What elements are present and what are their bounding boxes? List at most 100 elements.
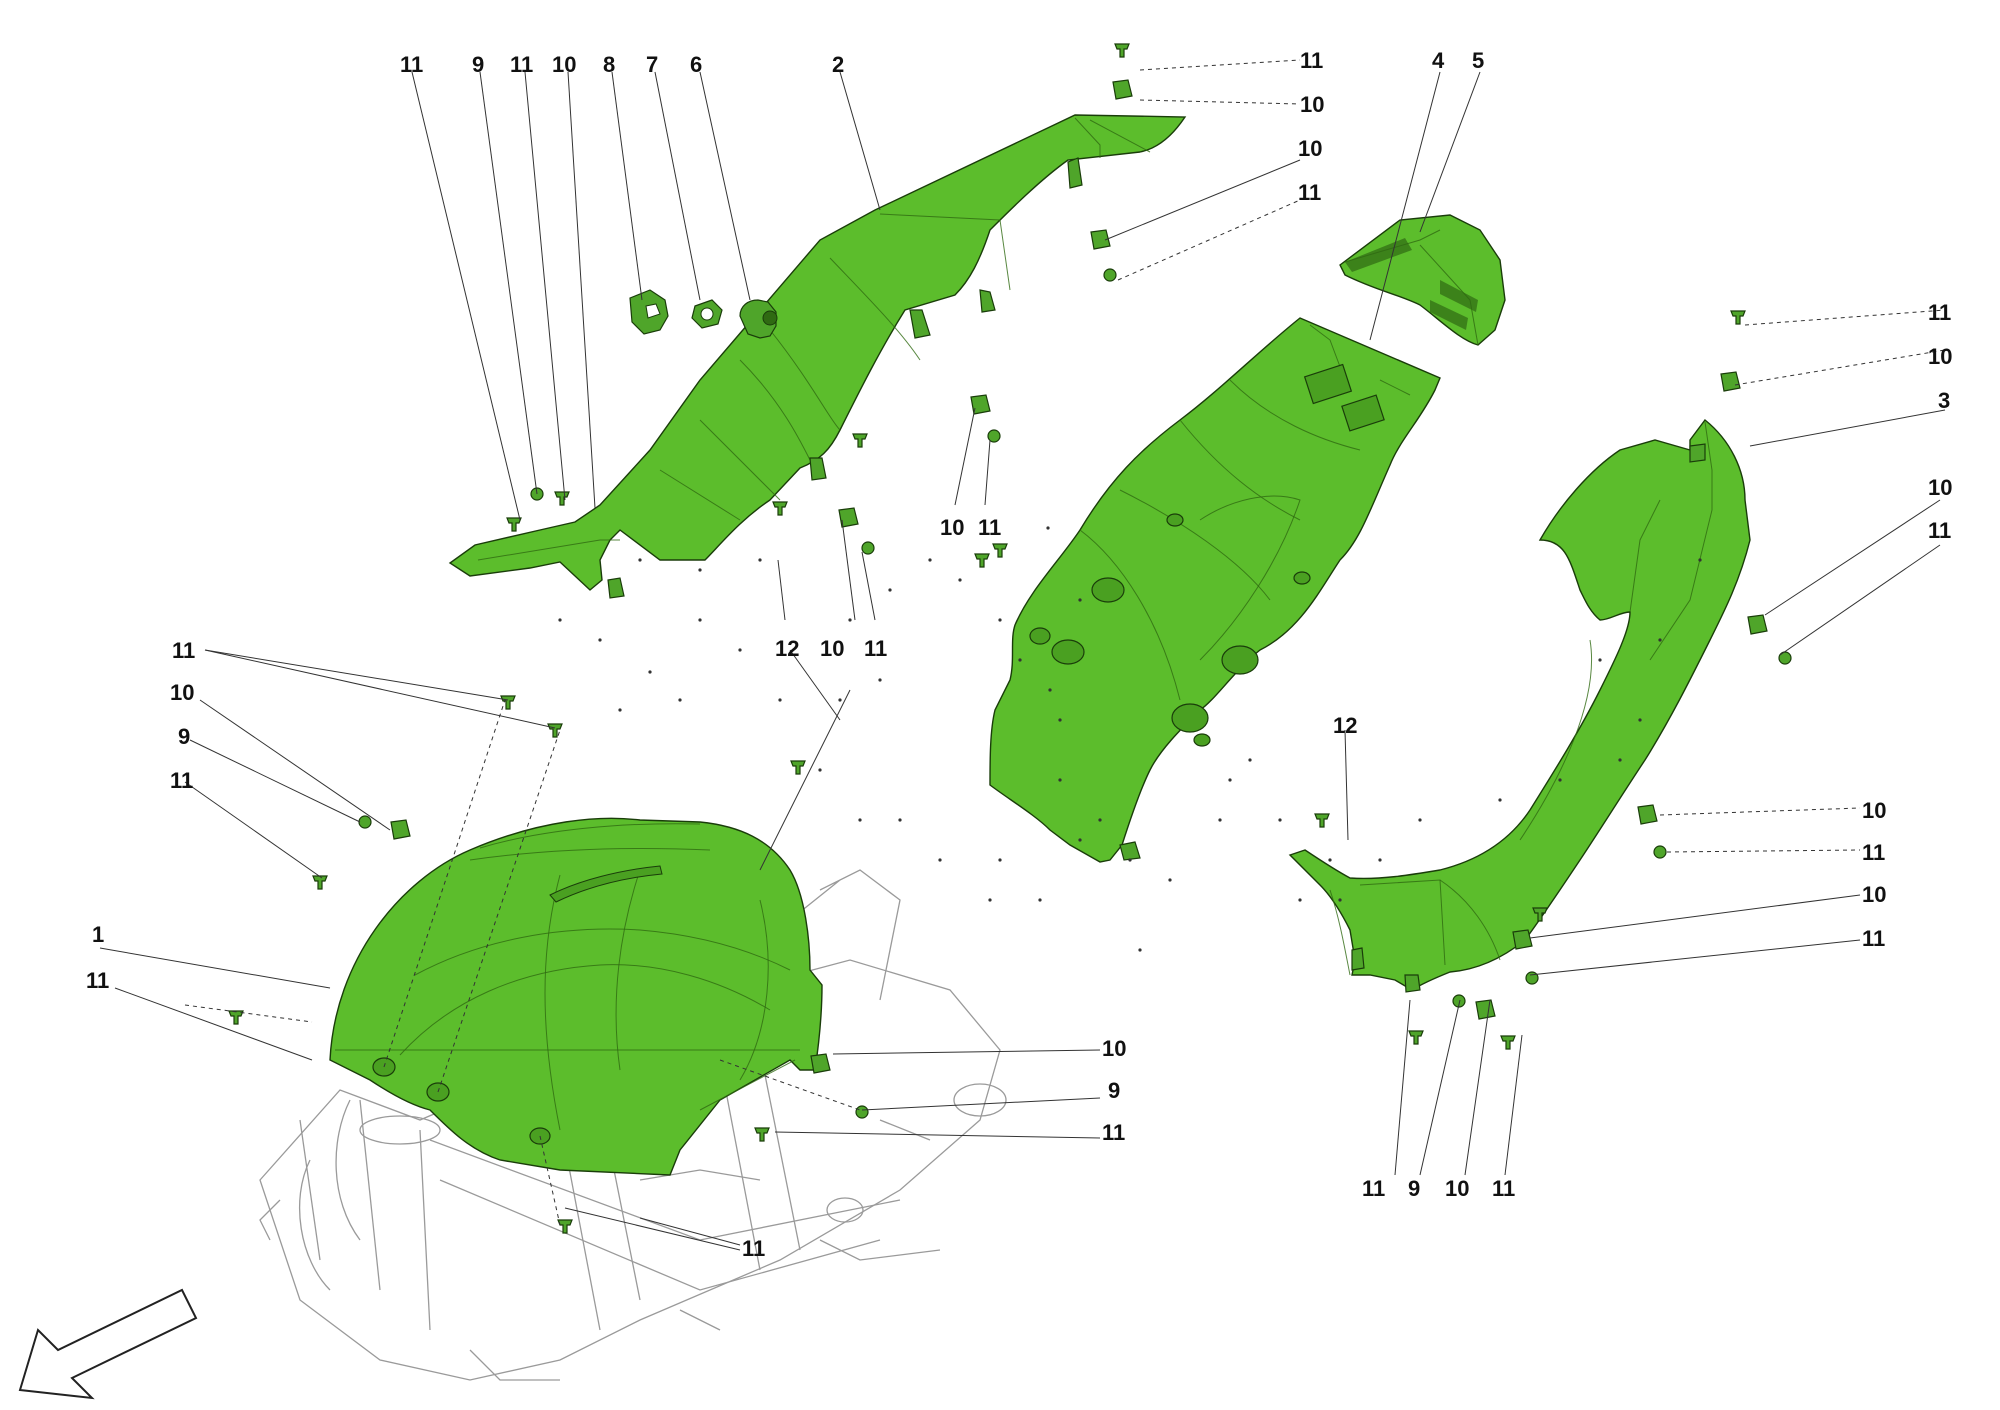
part-2-upper-trim [448,114,1187,599]
part-8-bracket [629,289,669,335]
construction-dot [1328,858,1332,862]
screw [1730,310,1746,325]
callout-11: 11 [86,968,109,993]
callout-7: 7 [646,52,658,77]
construction-dot [1138,948,1142,952]
construction-dot [878,678,882,682]
construction-dot [1058,718,1062,722]
callout-10: 10 [940,515,964,540]
screw [754,1127,770,1142]
callout-9: 9 [178,724,190,749]
nut [1653,845,1667,859]
construction-dot [758,558,762,562]
part-6-lock-cylinder [739,299,778,339]
construction-dot [738,648,742,652]
clip-nut [390,819,411,840]
construction-dot [1038,898,1042,902]
callout-10: 10 [1300,92,1324,117]
construction-dot [1278,818,1282,822]
callout-11: 11 [1928,518,1951,543]
screw [852,433,868,448]
callout-10: 10 [1928,344,1952,369]
callout-11: 11 [1298,180,1321,205]
part-1-front-cover [329,817,823,1176]
nut [1452,994,1466,1008]
screw [312,875,328,890]
construction-dot [1618,758,1622,762]
callout-5: 5 [1472,48,1484,73]
part-4-tunnel-cover [989,317,1441,863]
callout-11: 11 [1862,840,1885,865]
construction-dot [1498,798,1502,802]
screw [1314,813,1330,828]
callout-11: 11 [1362,1176,1385,1201]
construction-dot [1128,858,1132,862]
clip-nut [1720,371,1741,392]
callout-1: 1 [92,922,104,947]
construction-dot [1058,778,1062,782]
construction-dot [958,578,962,582]
construction-dots [558,526,1702,952]
callout-labels: 11 9 11 10 8 7 6 2 11 10 10 11 4 5 11 10… [86,48,1952,1261]
part-3-right-trim [1288,419,1751,993]
clip-nut [1747,614,1768,635]
leader-lines [99,59,1946,1251]
clip-nut [1475,999,1496,1020]
screw [974,553,990,568]
clip-nut [810,1053,831,1074]
construction-dot [778,698,782,702]
construction-dot [1098,818,1102,822]
callout-2: 2 [832,52,844,77]
callout-9: 9 [472,52,484,77]
construction-dot [998,858,1002,862]
construction-dot [848,618,852,622]
screw [547,723,563,738]
construction-dot [1046,526,1050,530]
construction-dot [598,638,602,642]
callout-11: 11 [1102,1120,1125,1145]
screw [790,760,806,775]
construction-dot [678,698,682,702]
construction-dot [1248,758,1252,762]
callout-10: 10 [552,52,576,77]
callout-10: 10 [1298,136,1322,161]
part-7-nut [691,299,723,329]
clip-nut [1112,79,1133,100]
clip-nut [970,394,991,415]
construction-dot [1078,838,1082,842]
callout-10: 10 [1928,475,1952,500]
construction-dot [1298,898,1302,902]
callout-11: 11 [170,768,193,793]
callout-11: 11 [1862,926,1885,951]
construction-dot [1558,778,1562,782]
callout-12: 12 [775,636,799,661]
callout-11: 11 [1492,1176,1515,1201]
clip-nut [1090,229,1111,250]
construction-dot [1228,778,1232,782]
construction-dot [818,768,822,772]
construction-dot [698,618,702,622]
callout-3: 3 [1938,388,1950,413]
construction-dot [888,588,892,592]
callout-11: 11 [510,52,533,77]
construction-dot [998,618,1002,622]
construction-dot [1378,858,1382,862]
clip-nut [1512,929,1533,950]
callout-11: 11 [1928,300,1951,325]
construction-dot [618,708,622,712]
construction-dot [838,698,842,702]
clip-nut [838,507,859,528]
clip-nut [1637,804,1658,825]
construction-dot [1658,638,1662,642]
callout-10: 10 [1102,1036,1126,1061]
callout-8: 8 [603,52,615,77]
construction-dot [1598,658,1602,662]
nut [855,1105,869,1119]
screw [992,543,1008,558]
nut [1103,268,1117,282]
construction-dot [648,670,652,674]
nut [358,815,372,829]
callout-12: 12 [1333,713,1357,738]
construction-dot [1338,898,1342,902]
